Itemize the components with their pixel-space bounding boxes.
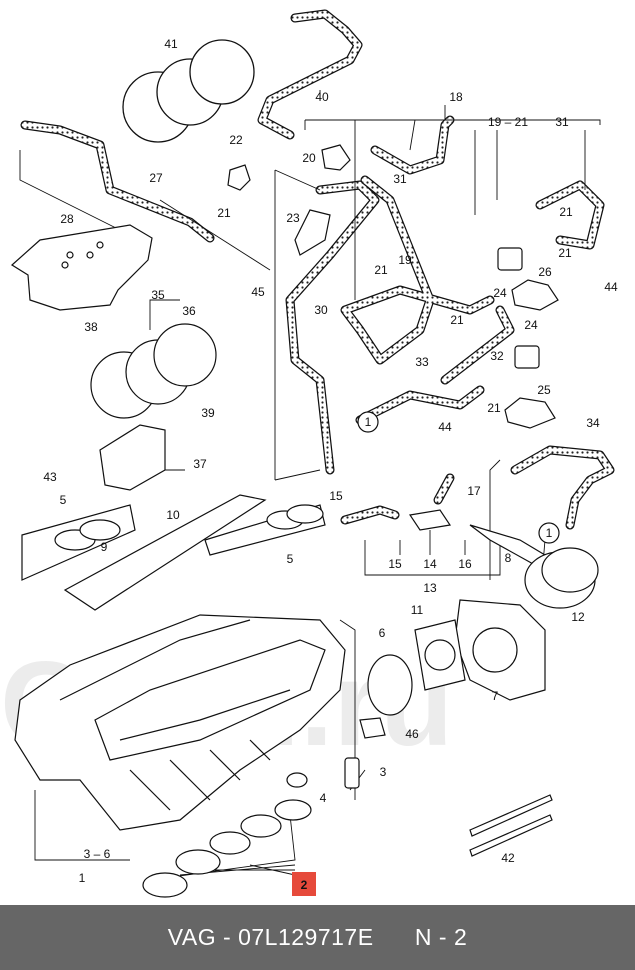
parts-diagram: CPMI.ru bbox=[0, 9, 618, 898]
callout-11: 11 bbox=[411, 603, 424, 617]
callout-10: 10 bbox=[166, 508, 180, 522]
callout-1c: 1 bbox=[79, 871, 86, 885]
callout-5b: 5 bbox=[287, 552, 294, 566]
callout-21e: 21 bbox=[558, 246, 572, 260]
highlight-box bbox=[292, 872, 316, 896]
callout-7: 7 bbox=[492, 689, 499, 703]
callout-20: 20 bbox=[302, 151, 316, 165]
components bbox=[11, 144, 599, 898]
callout-40: 40 bbox=[315, 90, 329, 104]
footer-bar: VAG - 07L129717E N - 2 bbox=[0, 905, 635, 970]
callout-21b: 21 bbox=[374, 263, 388, 277]
callout-19: 19 bbox=[398, 253, 412, 267]
callout-21c: 21 bbox=[559, 205, 573, 219]
callout-1a: 1 bbox=[365, 415, 372, 429]
callout-30: 30 bbox=[314, 303, 328, 317]
reference-circles bbox=[357, 411, 560, 544]
callout-19-21: 19 – 21 bbox=[488, 115, 528, 129]
callout-31b: 31 bbox=[393, 172, 407, 186]
callout-25: 25 bbox=[537, 383, 551, 397]
callout-32: 32 bbox=[490, 349, 504, 363]
footer-gap bbox=[374, 924, 415, 951]
callout-6: 6 bbox=[379, 626, 386, 640]
section-code: N - 2 bbox=[414, 924, 468, 950]
callout-21a: 21 bbox=[217, 206, 231, 220]
callout-41: 41 bbox=[164, 37, 178, 51]
callout-21d: 21 bbox=[450, 313, 464, 327]
callout-21f: 21 bbox=[487, 401, 501, 415]
callout-1b: 1 bbox=[546, 526, 553, 540]
callout-24a: 24 bbox=[493, 286, 507, 300]
callout-46: 46 bbox=[405, 727, 419, 741]
callout-8: 8 bbox=[505, 551, 512, 565]
callout-17: 17 bbox=[467, 484, 481, 498]
callout-44b: 44 bbox=[438, 420, 452, 434]
callout-15a: 15 bbox=[329, 489, 343, 503]
callout-9: 9 bbox=[101, 540, 108, 554]
callout-34: 34 bbox=[586, 416, 600, 430]
callout-15b: 15 bbox=[388, 557, 402, 571]
callout-14: 14 bbox=[423, 557, 437, 571]
callout-42: 42 bbox=[501, 851, 515, 865]
callout-36: 36 bbox=[182, 304, 196, 318]
callout-3-6: 3 – 6 bbox=[84, 847, 111, 861]
callout-3: 3 bbox=[380, 765, 387, 779]
callout-24b: 24 bbox=[524, 318, 538, 332]
callout-37: 37 bbox=[193, 457, 207, 471]
callout-45: 45 bbox=[251, 285, 265, 299]
callout-23: 23 bbox=[286, 211, 300, 225]
callout-44a: 44 bbox=[604, 280, 618, 294]
callout-43: 43 bbox=[43, 470, 57, 484]
callout-13: 13 bbox=[423, 581, 437, 595]
part-code: VAG - 07L129717E bbox=[167, 924, 374, 950]
callout-22: 22 bbox=[229, 133, 243, 147]
callout-33: 33 bbox=[415, 355, 429, 369]
callout-27: 27 bbox=[149, 171, 163, 185]
filter-spheres-41 bbox=[122, 39, 255, 143]
callout-38: 38 bbox=[84, 320, 98, 334]
callout-16: 16 bbox=[458, 557, 472, 571]
callout-35: 35 bbox=[151, 288, 165, 302]
callout-5a: 5 bbox=[60, 493, 67, 507]
callout-2-highlighted: 2 bbox=[301, 878, 308, 892]
callout-12: 12 bbox=[571, 610, 585, 624]
callout-18: 18 bbox=[449, 90, 463, 104]
callout-28: 28 bbox=[60, 212, 74, 226]
hose-lines bbox=[20, 9, 615, 530]
callout-31a: 31 bbox=[555, 115, 569, 129]
callout-4: 4 bbox=[320, 791, 327, 805]
callout-39: 39 bbox=[201, 406, 215, 420]
callout-labels: 41 40 18 19 – 21 31 22 20 31 27 21 23 21… bbox=[43, 37, 618, 892]
callout-26: 26 bbox=[538, 265, 552, 279]
